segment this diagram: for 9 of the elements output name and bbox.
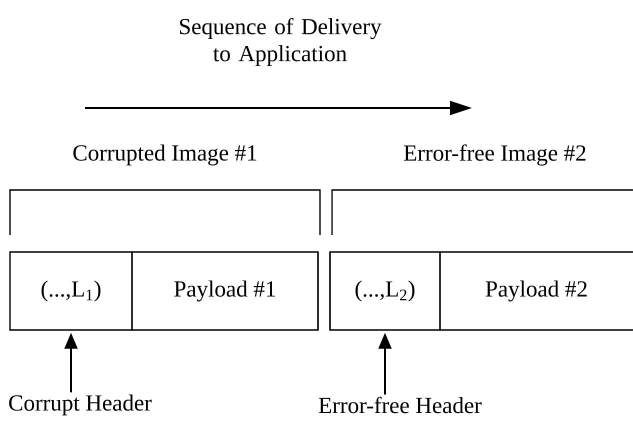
- packet-field: Payload #1: [131, 251, 319, 331]
- packet-field: (...,L$_{1}$): [9, 251, 133, 331]
- packet-field: Payload #2: [439, 251, 633, 331]
- image-label: Corrupted Image #1: [73, 144, 256, 166]
- packet-field: (...,L$_{2}$): [329, 251, 441, 331]
- image-label: Error-free Image #2: [404, 144, 586, 166]
- header-label: Corrupt Header: [9, 394, 152, 416]
- header-label: Error-free Header: [318, 396, 482, 414]
- title: Sequence of Delivery to Application: [180, 18, 382, 66]
